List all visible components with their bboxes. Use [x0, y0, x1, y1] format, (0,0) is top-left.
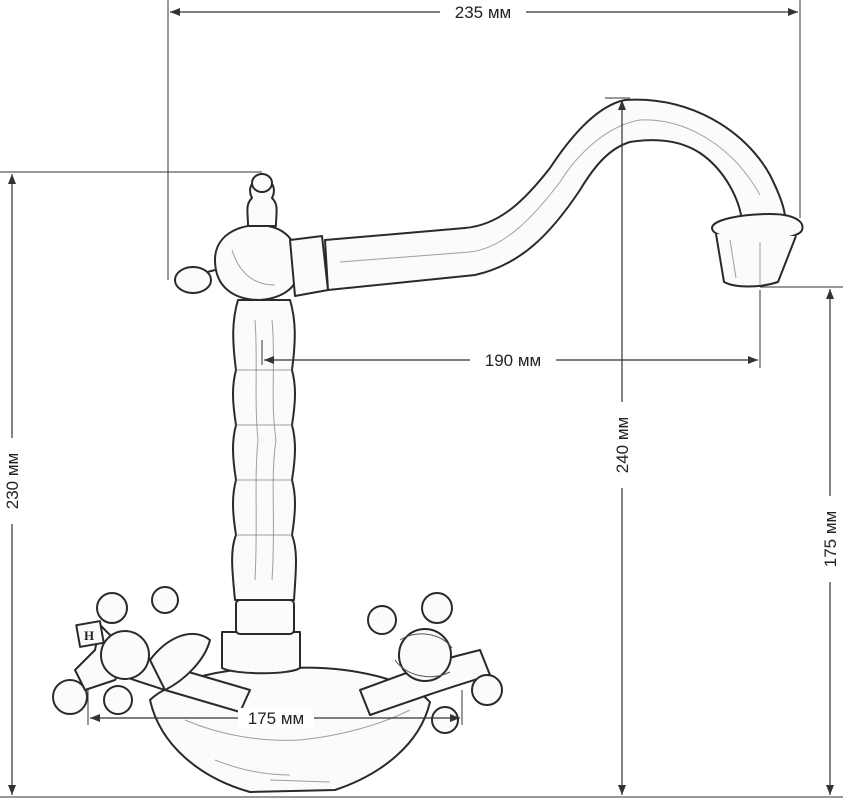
height-total-label: 230 мм — [3, 453, 22, 509]
width-total-label: 235 мм — [455, 3, 511, 22]
spout-height-label: 240 мм — [613, 417, 632, 473]
outlet-height-label: 175 мм — [821, 511, 840, 567]
dimension-labels: 235 мм 230 мм 190 мм 240 мм 175 мм 175 м… — [2, 2, 840, 728]
faucet-spout — [324, 98, 804, 291]
hot-marking: H — [84, 628, 94, 643]
handle-spacing-label: 175 мм — [248, 709, 304, 728]
faucet-head — [174, 173, 329, 301]
hot-handle: H — [52, 586, 251, 715]
faucet-illustration: H — [52, 98, 804, 793]
cold-handle — [359, 592, 503, 734]
faucet-column — [221, 299, 301, 675]
spout-reach-label: 190 мм — [485, 351, 541, 370]
